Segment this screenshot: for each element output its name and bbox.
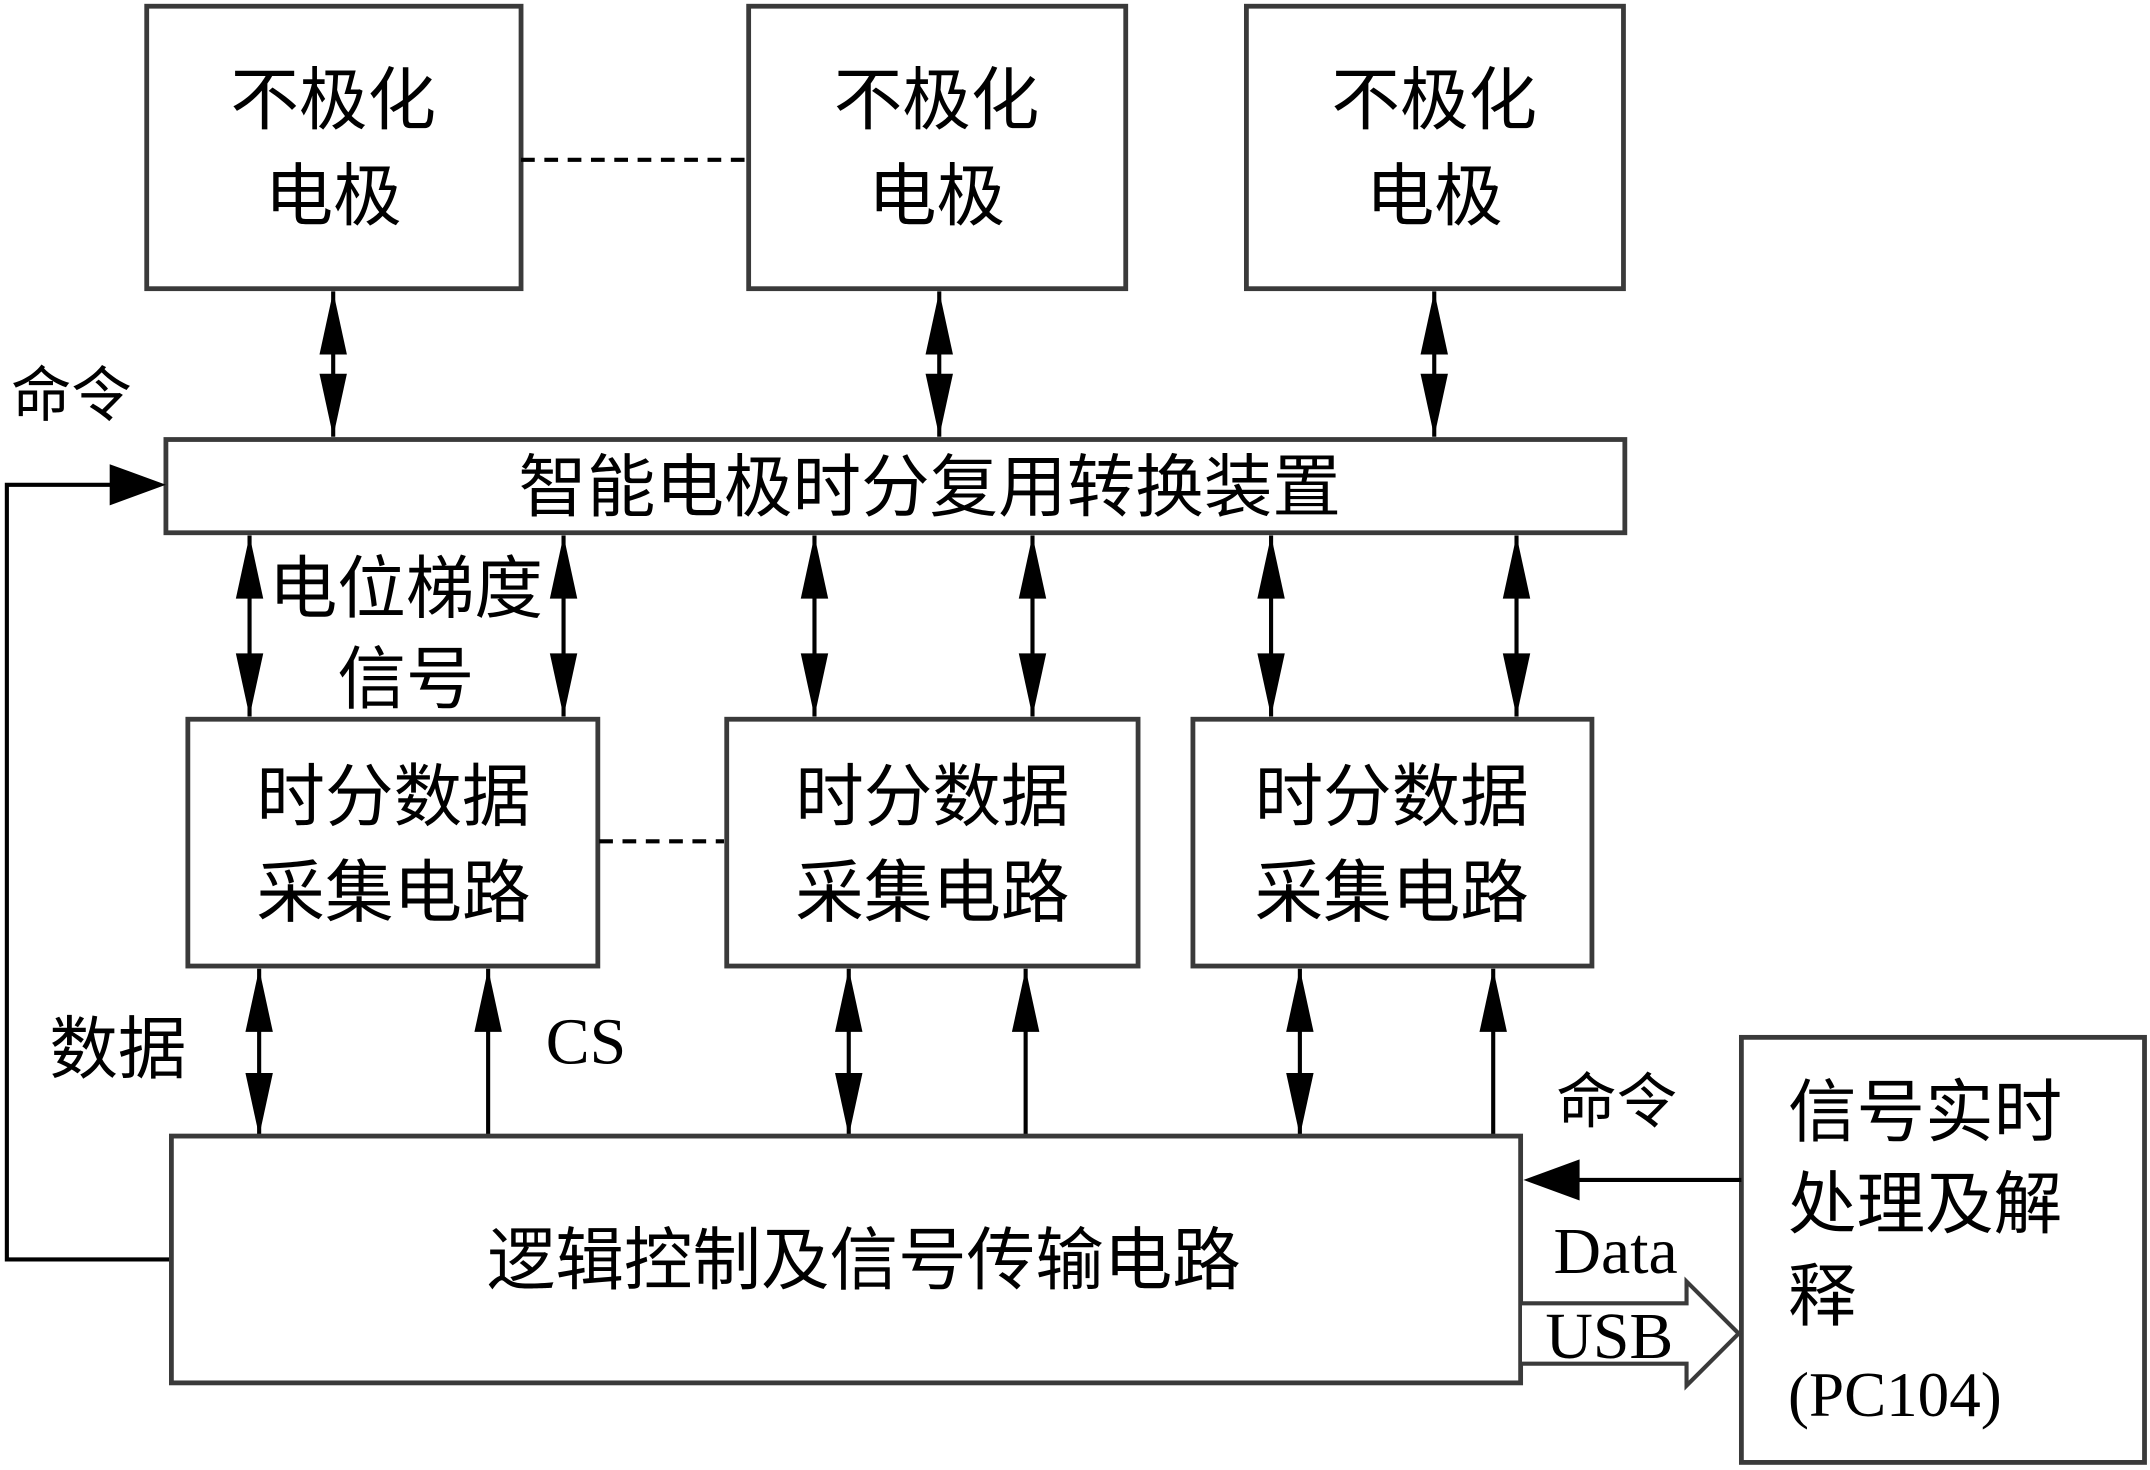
gradient-signal-label-line2: 信号	[337, 640, 474, 720]
acq-3-line2: 采集电路	[1255, 854, 1529, 934]
pc-command-arrow-head	[1523, 1159, 1580, 1201]
arrow-head-up	[925, 291, 953, 355]
acq-2-line1: 时分数据	[795, 758, 1069, 838]
electrode-1-line1: 不极化	[230, 61, 436, 141]
arrow-head-up	[1420, 291, 1448, 355]
electrode-mux-arrows	[319, 291, 1448, 437]
pc-line2: 处理及解	[1788, 1165, 2062, 1245]
pc-line3: 释	[1788, 1257, 1857, 1337]
cs-label: CS	[546, 1005, 626, 1078]
logic-control-box: 逻辑控制及信号传输电路	[168, 1133, 1524, 1386]
acq-2-line2: 采集电路	[795, 854, 1069, 934]
acquisition-box-2: 时分数据 采集电路	[724, 716, 1141, 969]
usb-data-arrow	[1522, 1276, 1742, 1391]
arrow-head-down	[1420, 373, 1448, 437]
electrode-box-3: 不极化 电极	[1243, 3, 1626, 292]
electrode-3-line1: 不极化	[1331, 61, 1537, 141]
data-label: 数据	[49, 1010, 186, 1090]
electrode-2-line2: 电极	[868, 157, 1005, 237]
acq-logic-arrows	[245, 968, 1507, 1137]
pc-line1: 信号实时	[1788, 1073, 2062, 1153]
electrode-3-line2: 电极	[1366, 157, 1503, 237]
command-feedback-line	[4, 482, 172, 1262]
command-right-label: 命令	[1556, 1067, 1677, 1137]
mux-label: 智能电极时分复用转换装置	[518, 448, 1341, 528]
pc-line4: (PC104)	[1788, 1360, 2002, 1430]
data-en-label: Data	[1554, 1215, 1678, 1288]
arrow-head-down	[925, 373, 953, 437]
usb-label: USB	[1545, 1300, 1673, 1373]
electrode-2-line1: 不极化	[834, 61, 1040, 141]
electrode-box-2: 不极化 电极	[746, 3, 1129, 292]
arrow-head-down	[319, 373, 347, 437]
command-arrow-head	[109, 464, 166, 506]
command-left-label: 命令	[11, 361, 132, 431]
mux-box: 智能电极时分复用转换装置	[163, 437, 1628, 536]
logic-control-label: 逻辑控制及信号传输电路	[487, 1221, 1241, 1301]
acq-3-line1: 时分数据	[1255, 758, 1529, 838]
acq-1-line2: 采集电路	[256, 854, 530, 934]
mux-acq-arrows	[235, 535, 1531, 717]
gradient-signal-label-line1: 电位梯度	[269, 549, 543, 629]
arrow-head-up	[319, 291, 347, 355]
acq-1-line1: 时分数据	[256, 758, 530, 838]
electrode-1-line2: 电极	[265, 157, 402, 237]
electrode-box-1: 不极化 电极	[144, 3, 524, 292]
acquisition-box-3: 时分数据 采集电路	[1190, 716, 1595, 969]
pc104-box: 信号实时 处理及解 释 (PC104)	[1738, 1034, 2147, 1465]
acquisition-box-1: 时分数据 采集电路	[185, 716, 601, 969]
